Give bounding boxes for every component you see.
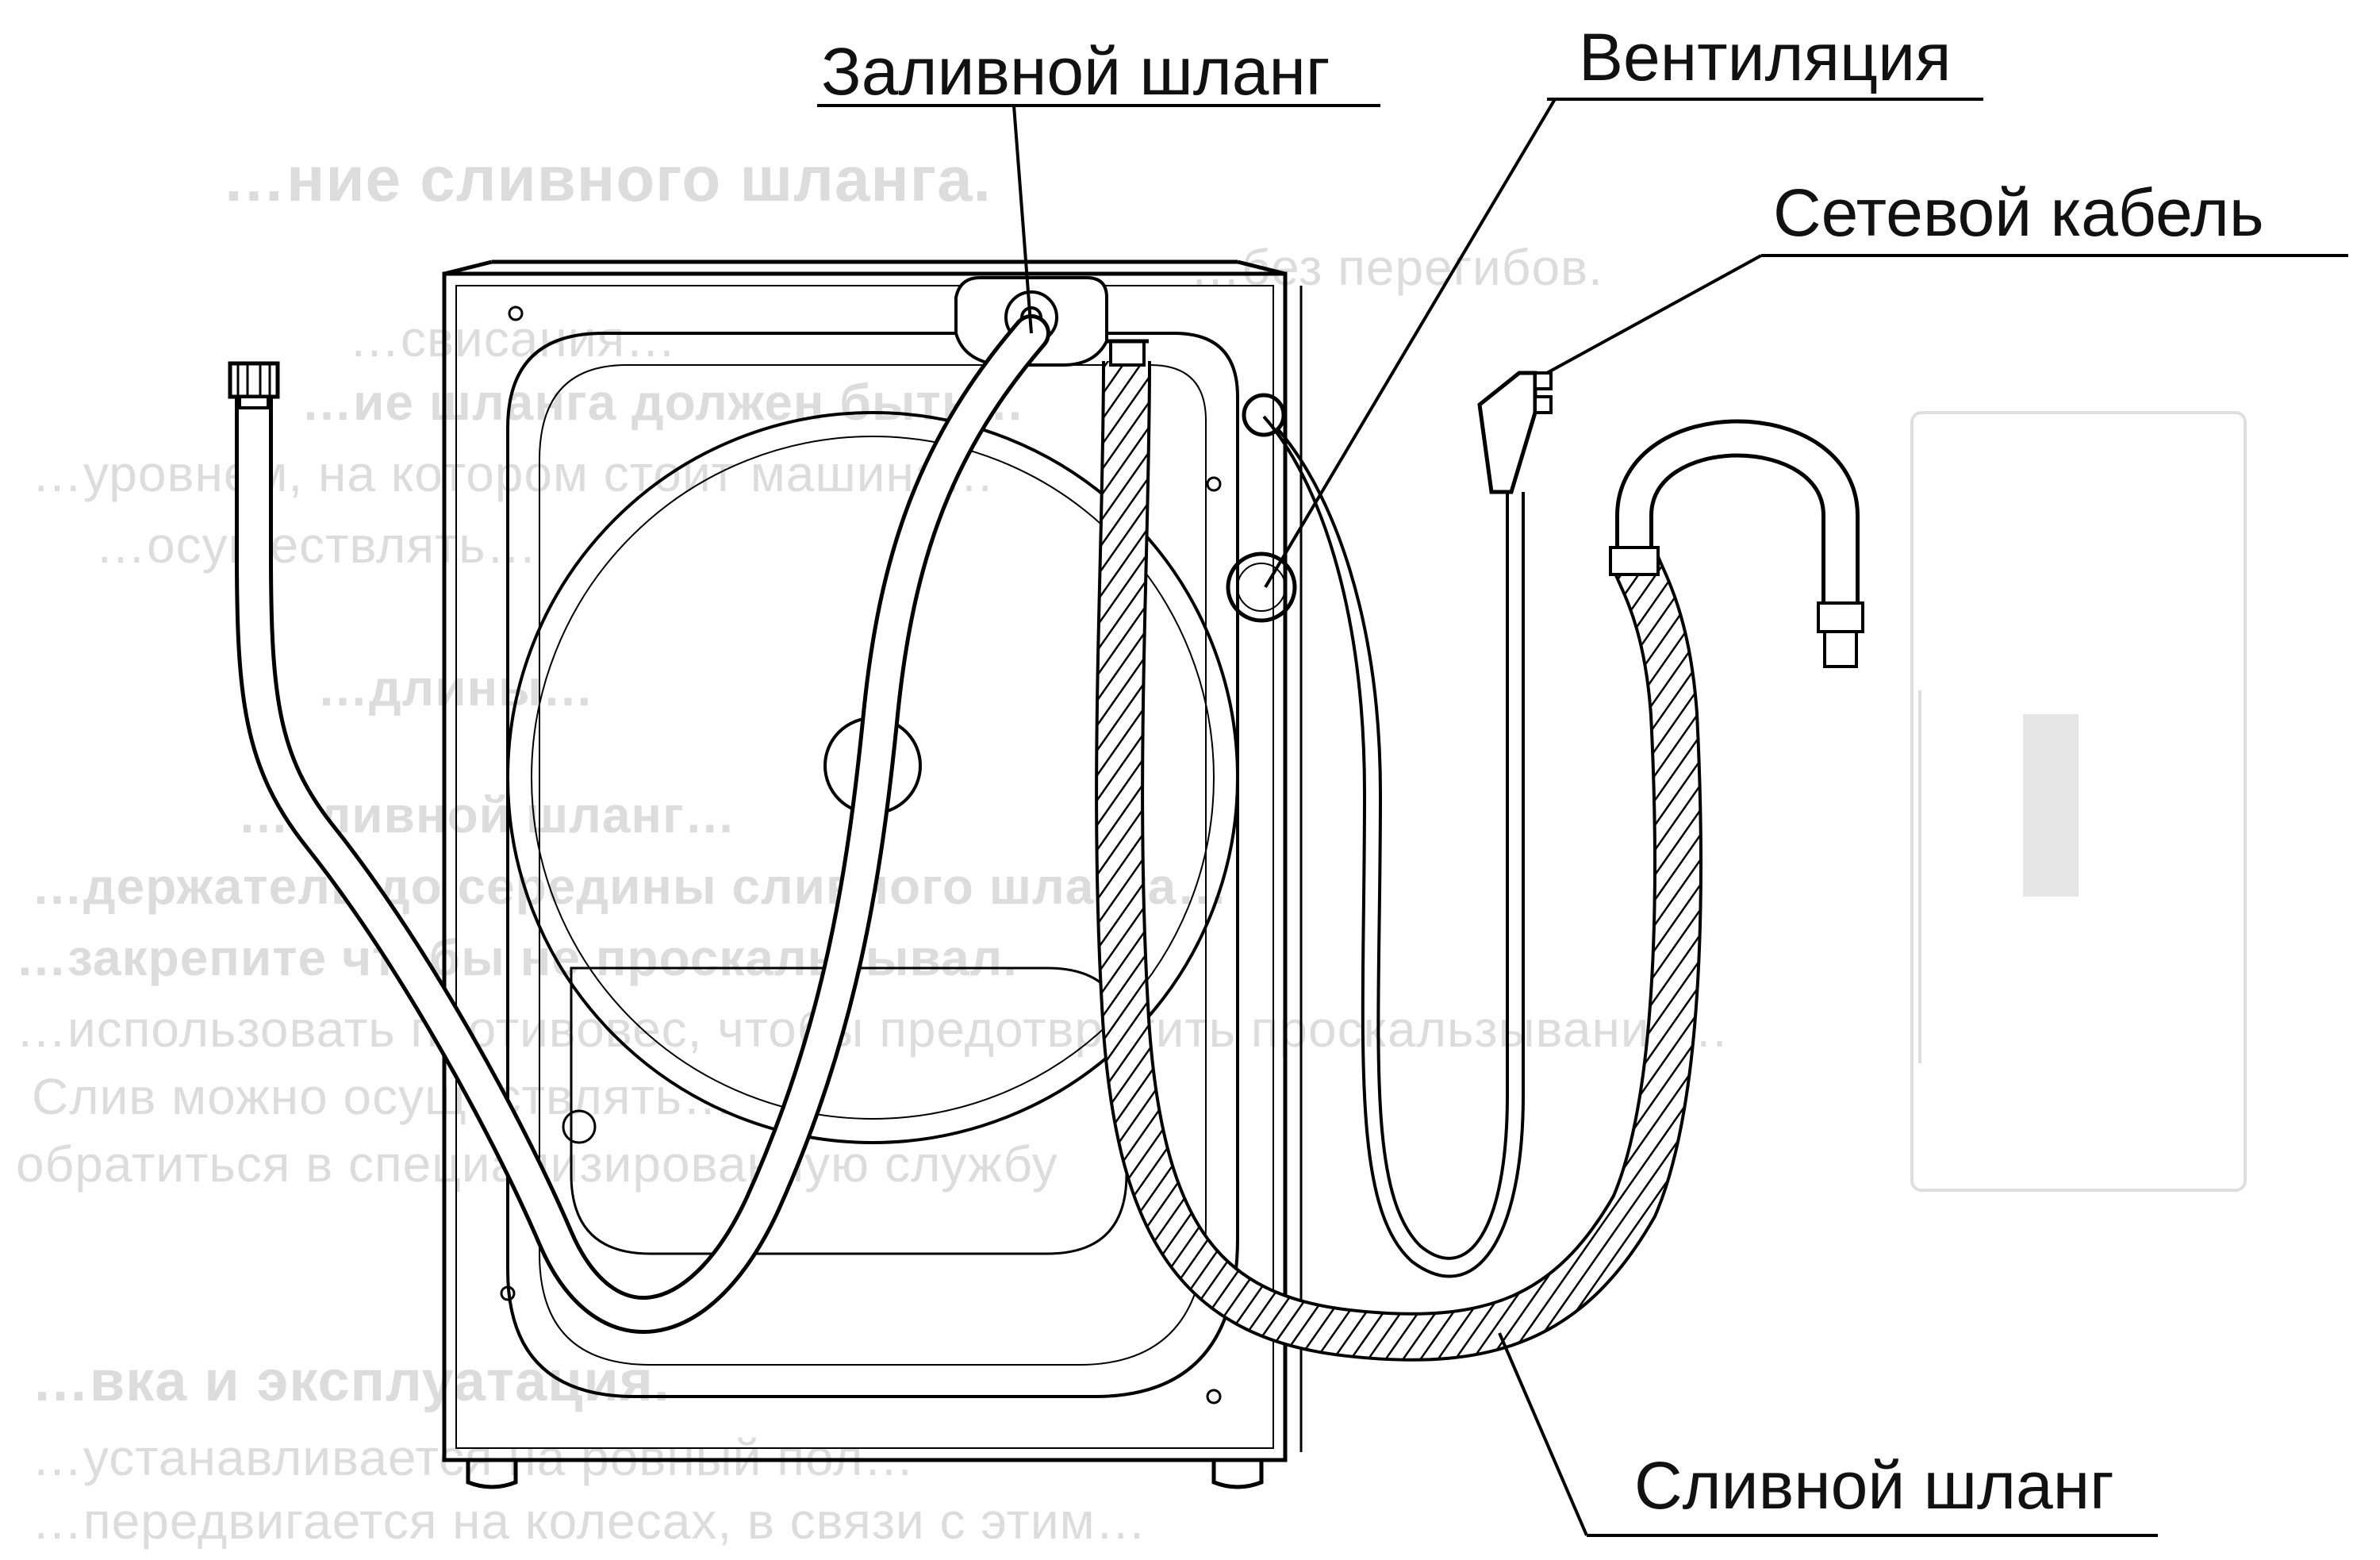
label-drain-hose: Сливной шланг [1634,1448,2114,1523]
ghost-line: …осуществлять… [95,517,538,574]
ventilation-opening [1226,551,1297,623]
ghost-line: Слив можно осуществлять… [32,1068,735,1125]
drain-hose [1095,339,1864,1362]
label-ventilation: Вентиляция [1579,20,1952,94]
ghost-line: …ие шланга должен быть… [301,374,1026,431]
leader-lines [817,98,2348,1537]
label-power-cable: Сетевой кабель [1773,175,2264,250]
label-fill-hose: Заливной шланг [821,34,1330,109]
ghost-line: …уровнем, на котором стоит машина… [32,445,996,502]
ghost-line: …длины… [317,659,594,717]
ghost-line: …передвигается на колесах, в связи с эти… [32,1493,1147,1550]
power-cable [1242,371,1553,1278]
ghost-heading: …ние сливного шланга. [222,144,992,214]
ghost-figure [1910,411,2247,1192]
fill-hose [228,314,1050,1334]
ghost-line: …устанавливается на ровный пол… [32,1429,916,1486]
ghost-line: …использовать противовес, чтобы предотвр… [16,1001,1730,1058]
ghost-line: …держатель до середины сливного шланга… [32,858,1229,915]
